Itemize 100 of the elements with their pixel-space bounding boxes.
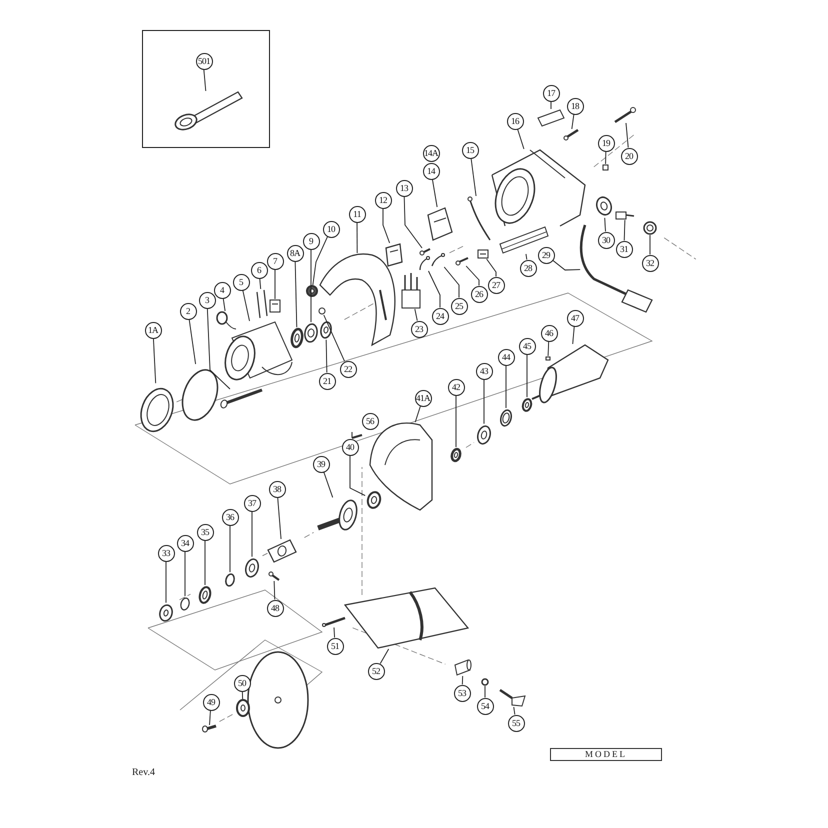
sleeve bbox=[454, 659, 472, 676]
pin bbox=[318, 308, 326, 314]
brush-holder bbox=[402, 272, 420, 308]
leader-line bbox=[517, 128, 524, 150]
leader-line bbox=[259, 278, 262, 290]
callout-number: 44 bbox=[498, 348, 514, 366]
callout-number: 54 bbox=[476, 698, 494, 714]
leader-line bbox=[462, 676, 464, 685]
bolt bbox=[614, 107, 636, 124]
leader-line bbox=[605, 151, 606, 164]
fan bbox=[290, 328, 304, 348]
callout-number: 501 bbox=[196, 52, 212, 70]
leader-line bbox=[444, 266, 460, 298]
retaining-ring bbox=[198, 586, 212, 604]
leader-line bbox=[414, 406, 421, 423]
o-ring bbox=[182, 369, 218, 421]
leader-line bbox=[350, 455, 366, 496]
screw bbox=[456, 257, 468, 266]
callout-number: 14A bbox=[422, 144, 440, 162]
leader-line bbox=[204, 540, 206, 586]
ring bbox=[180, 598, 190, 610]
inset-frame bbox=[142, 30, 270, 148]
carbon-brush bbox=[616, 212, 634, 220]
stator bbox=[224, 321, 293, 380]
callout-number: 4 bbox=[214, 282, 230, 298]
leader-line bbox=[548, 341, 550, 356]
callout-number: 11 bbox=[348, 206, 366, 222]
callout-number: 20 bbox=[620, 148, 638, 164]
leader-line bbox=[184, 551, 186, 597]
ring bbox=[225, 573, 235, 587]
leader-line bbox=[550, 101, 552, 110]
callout-number: 56 bbox=[362, 412, 378, 430]
label-plate bbox=[537, 109, 565, 127]
leader-line bbox=[323, 472, 334, 498]
nut bbox=[306, 285, 318, 297]
callout-number: 26 bbox=[470, 286, 488, 302]
leader-line bbox=[604, 217, 606, 232]
leader-line bbox=[484, 686, 486, 698]
callout-number: 27 bbox=[488, 276, 504, 294]
ring-nut bbox=[140, 388, 174, 432]
leader-line bbox=[624, 220, 626, 241]
callout-number: 33 bbox=[158, 544, 174, 562]
insulator-plate bbox=[270, 300, 280, 312]
callout-number: 10 bbox=[322, 220, 340, 238]
callout-number: 43 bbox=[476, 362, 492, 380]
leader-line bbox=[152, 338, 156, 384]
handle bbox=[319, 254, 396, 346]
callout-number: 55 bbox=[508, 714, 524, 732]
leader-line bbox=[188, 318, 196, 365]
leader-line bbox=[428, 270, 440, 308]
washer bbox=[481, 678, 489, 686]
leader-line bbox=[242, 691, 244, 700]
callout-number: 38 bbox=[268, 480, 286, 498]
callout-number: 23 bbox=[410, 320, 428, 338]
leader-line bbox=[312, 236, 328, 286]
screw bbox=[564, 128, 579, 140]
revision-note: Rev.4 bbox=[132, 767, 155, 778]
washer bbox=[320, 321, 332, 339]
leader-line bbox=[334, 627, 335, 638]
leader-line bbox=[294, 261, 298, 328]
callout-number: 48 bbox=[266, 600, 284, 616]
power-cord bbox=[580, 224, 653, 313]
leader-line bbox=[513, 706, 516, 716]
leader-line bbox=[277, 497, 282, 540]
pin bbox=[322, 616, 346, 627]
callout-number: 2 bbox=[180, 302, 196, 320]
leader-line bbox=[466, 266, 480, 286]
callout-number: 7 bbox=[266, 252, 284, 270]
leader-line bbox=[380, 648, 390, 664]
callout-number: 46 bbox=[540, 324, 558, 342]
callout-number: 17 bbox=[542, 84, 560, 102]
callout-number: 9 bbox=[302, 232, 320, 250]
callout-number: 29 bbox=[538, 246, 554, 264]
leader-line bbox=[552, 260, 581, 270]
callout-number: 45 bbox=[518, 338, 536, 354]
callout-number: 34 bbox=[176, 534, 194, 552]
bearing bbox=[522, 398, 532, 412]
leader-line bbox=[323, 314, 345, 362]
wrench bbox=[174, 91, 243, 130]
callout-number: 36 bbox=[222, 508, 238, 526]
callout-number: 41A bbox=[414, 390, 432, 406]
leader-line bbox=[626, 122, 629, 148]
callout-number: 8A bbox=[286, 244, 304, 262]
armature bbox=[532, 344, 609, 404]
screw bbox=[268, 572, 280, 581]
bearing-holder bbox=[267, 539, 297, 563]
nut bbox=[602, 164, 608, 170]
key bbox=[546, 356, 550, 360]
callout-number: 19 bbox=[598, 134, 614, 152]
callout-number: 35 bbox=[196, 524, 214, 540]
callout-number: 14 bbox=[422, 162, 440, 180]
leader-line bbox=[382, 208, 390, 244]
callout-number: 28 bbox=[520, 260, 536, 276]
pinion bbox=[450, 448, 462, 462]
callout-number: 50 bbox=[234, 674, 250, 692]
leader-line bbox=[526, 254, 528, 260]
tube bbox=[499, 226, 549, 254]
callout-number: 5 bbox=[232, 274, 250, 290]
leader-line bbox=[274, 580, 276, 600]
callout-number: 39 bbox=[312, 456, 330, 472]
